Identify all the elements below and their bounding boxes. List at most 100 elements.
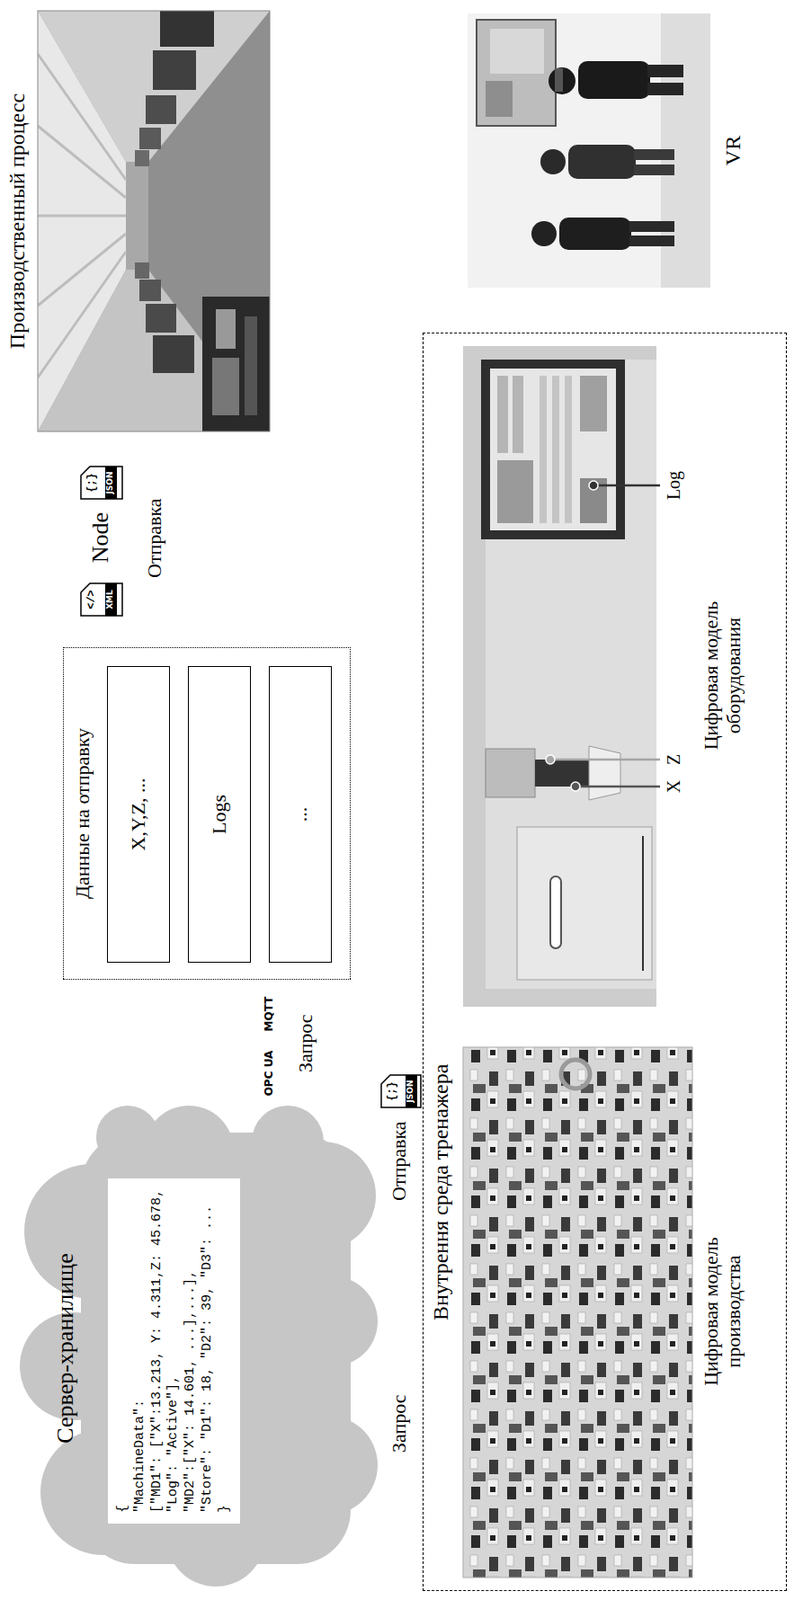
illustration-part	[535, 759, 589, 787]
icon-label: {;}	[386, 1081, 399, 1102]
illustration-part	[105, 466, 117, 500]
cloud-bump	[96, 1106, 160, 1169]
illustration-part	[381, 1075, 421, 1108]
illustration-part	[145, 303, 177, 333]
illustration-part	[564, 375, 572, 524]
illustration-part	[463, 346, 657, 1008]
code-line: {	[115, 1189, 133, 1514]
illustration-part	[539, 375, 547, 524]
illustration-part	[160, 10, 215, 47]
illustration-part	[497, 375, 509, 454]
illustration-part	[647, 82, 684, 96]
code-line: "MD2":["X": 14.601, ...],...],	[182, 1189, 200, 1514]
illustration-part	[550, 876, 562, 949]
node-label: Цифровая модель оборудования	[699, 559, 746, 794]
illustration-part	[145, 95, 177, 125]
icon-label: JSON	[406, 1079, 416, 1103]
icon-label: JSON	[106, 471, 116, 494]
node-label: X,Y,Z, ...	[126, 778, 150, 852]
code-line: ["MD1": ["X":13.213, Y: 4.311,Z: 45.678,	[149, 1189, 167, 1514]
storage-cloud: Сервер-хранилище {"MachineData":["MD1": […	[17, 1106, 378, 1592]
data-field: X,Y,Z, ...	[107, 666, 170, 964]
node-label: Производственный процесс	[5, 10, 31, 432]
illustration-part	[152, 50, 197, 90]
code-line: }	[216, 1189, 234, 1514]
illustration-part	[588, 746, 621, 801]
illustration-part	[490, 368, 616, 531]
illustration-part	[552, 375, 560, 524]
illustration-part	[37, 10, 270, 432]
code-line: "Log": "Active"],	[165, 1189, 183, 1514]
cloud-bump	[287, 1276, 378, 1367]
node-label: Данные на отправку	[71, 655, 94, 973]
illustration-part	[152, 335, 195, 374]
illustration-part	[105, 583, 117, 616]
node-label: VR	[721, 13, 747, 288]
edge-label: Запрос	[388, 1392, 411, 1455]
illustration-part	[647, 64, 684, 78]
cloud-bump	[278, 1416, 378, 1516]
cloud-bump	[267, 1141, 376, 1250]
model-panel: Цифровая модель производства	[463, 1046, 779, 1578]
illustration-part	[139, 279, 161, 302]
illustration-part	[548, 67, 576, 95]
illustration-part	[244, 316, 258, 416]
illustration-part	[545, 755, 555, 765]
code-box: {"MachineData":["MD1": ["X":13.213, Y: 4…	[107, 1178, 241, 1525]
illustration-part	[568, 144, 636, 179]
model-panel: Цифровая модель оборудования	[463, 345, 779, 1007]
illustration-part	[629, 235, 675, 247]
illustration-part	[463, 1047, 693, 1579]
illustration-part	[561, 1060, 590, 1089]
illustration-part	[37, 214, 126, 218]
icon-label: OPC UA	[263, 1051, 276, 1098]
illustration-part	[80, 583, 123, 616]
illustration-part	[629, 221, 675, 232]
illustration-part	[481, 359, 625, 540]
data-field: Logs	[187, 666, 251, 964]
illustration-part	[37, 10, 270, 432]
icon-label: XML	[106, 589, 116, 610]
data-field: ...	[268, 666, 332, 964]
vr-panel: VR	[467, 13, 765, 288]
illustration-part	[578, 61, 651, 99]
node-label: Logs	[207, 794, 231, 835]
illustration-part	[593, 484, 661, 488]
illustration-part	[485, 359, 657, 990]
illustration-part	[633, 149, 675, 161]
illustration-part	[642, 836, 644, 972]
illustration-part	[550, 758, 661, 762]
illustration-part	[134, 150, 150, 167]
node-label: Сервер-хранилище	[52, 1106, 80, 1592]
illustration-part	[633, 164, 675, 176]
illustration-part	[134, 262, 150, 279]
illustration-part	[512, 375, 524, 454]
node-label: Внутрення среда тренажера	[428, 342, 455, 1321]
icon-label: {;}	[86, 472, 99, 493]
illustration-part	[490, 28, 545, 74]
illustration-part	[540, 149, 566, 175]
illustration-part	[485, 80, 513, 117]
illustration-part	[497, 460, 534, 524]
icon-label: MQTT	[263, 997, 276, 1033]
photo-panel: Производственный процесс	[5, 10, 270, 432]
callout-label: X	[663, 780, 684, 794]
illustration-part	[570, 782, 580, 792]
edge-label: Запрос	[294, 1012, 317, 1075]
edge-label: Отправка	[388, 1119, 411, 1204]
callout-label: Log	[663, 471, 684, 500]
illustration-part	[37, 269, 270, 432]
callout-label: Z	[663, 754, 684, 766]
illustration-part	[467, 13, 711, 288]
node-label: ...	[288, 807, 312, 823]
illustration-part	[588, 481, 598, 491]
illustration-part	[37, 10, 270, 432]
illustration-part	[405, 1075, 418, 1108]
edge-label: Отправка	[143, 496, 166, 580]
illustration-part	[476, 19, 556, 126]
illustration-part	[215, 309, 236, 349]
illustration-part	[139, 127, 161, 150]
illustration-part	[212, 357, 240, 416]
illustration-part	[467, 13, 711, 288]
